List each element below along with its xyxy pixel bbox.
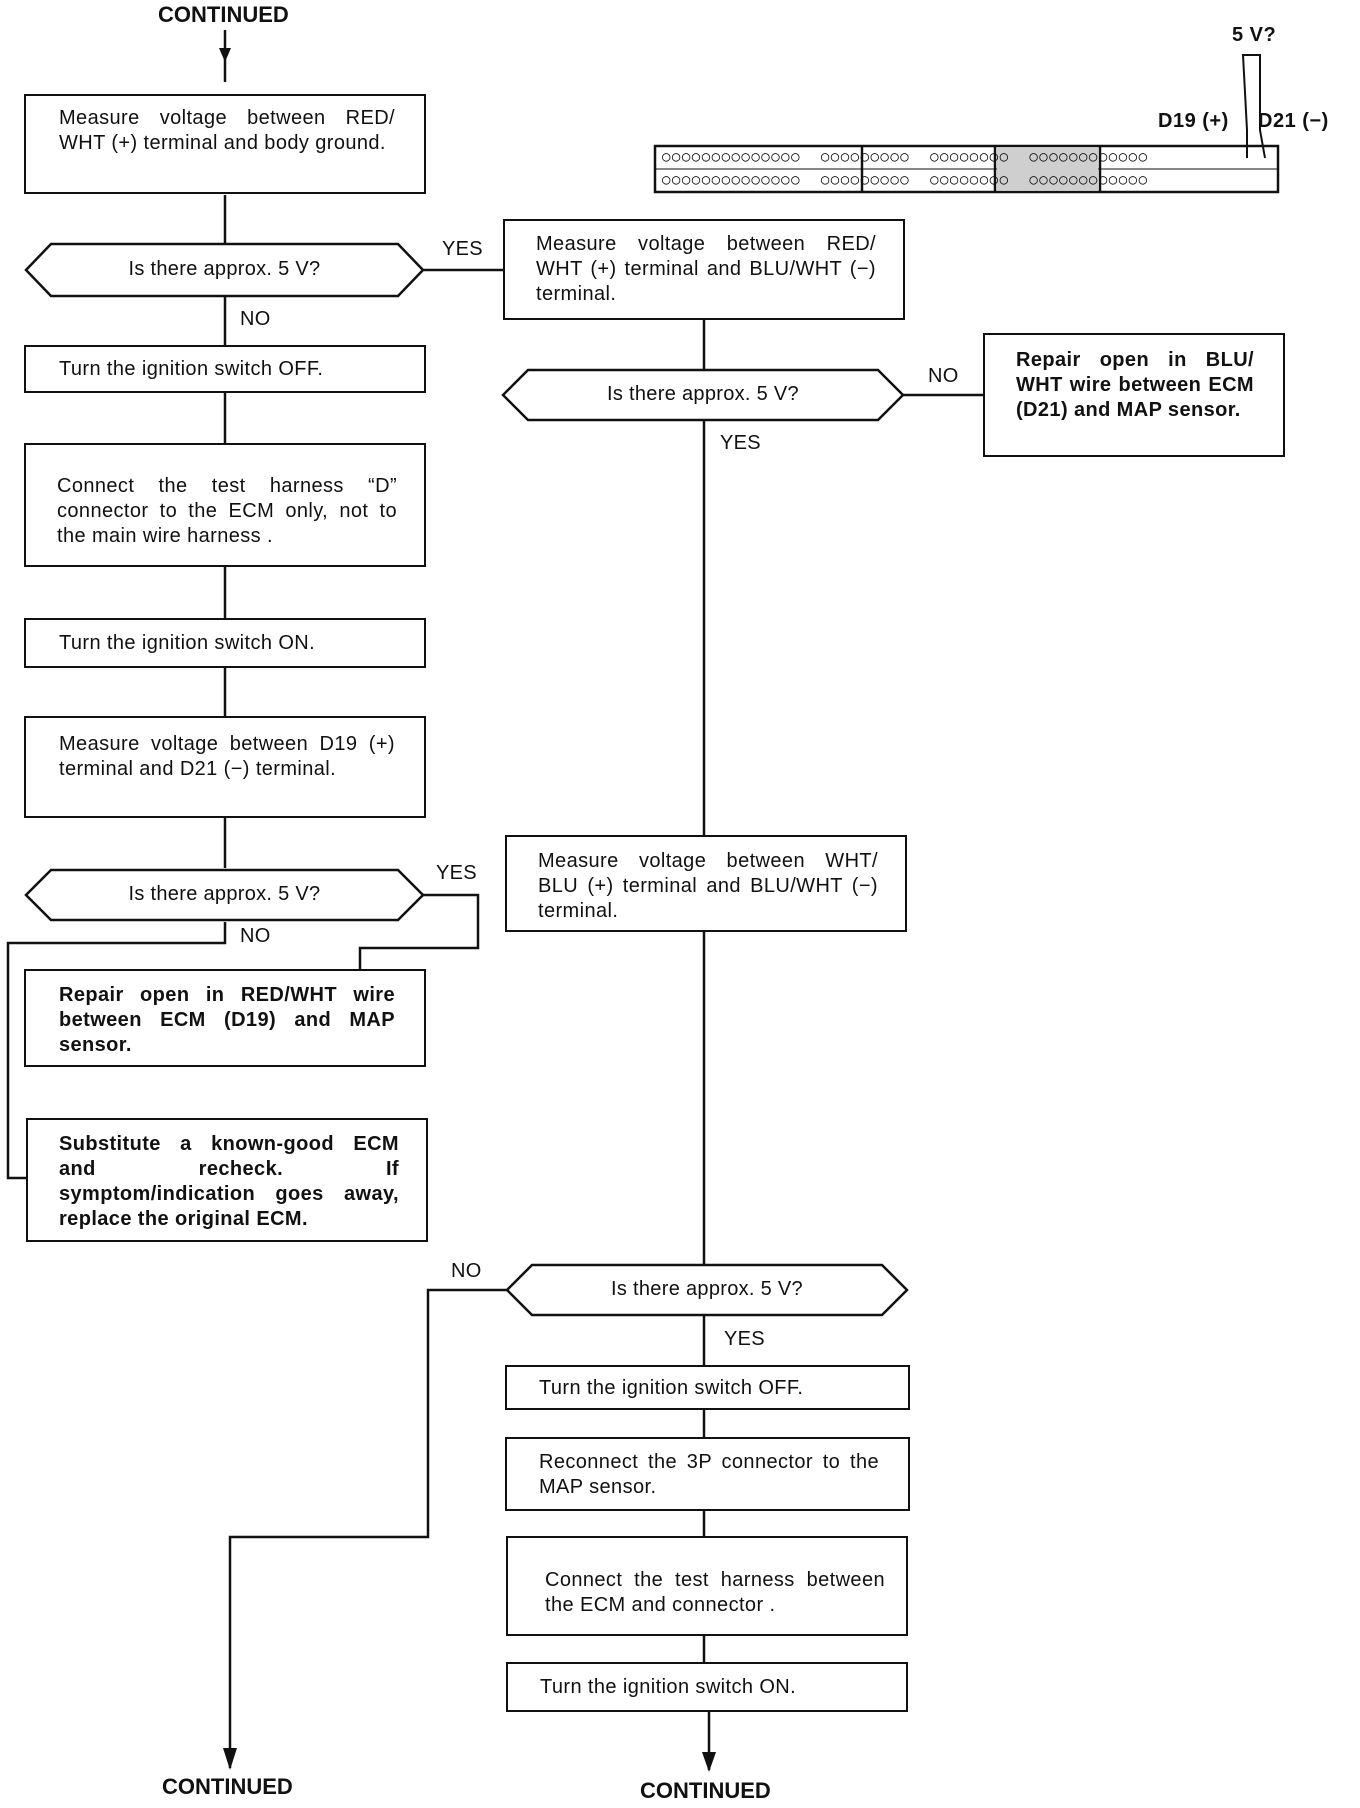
step-turn-ignition-on-left: Turn the ignition switch ON. (24, 618, 426, 668)
step-text: Measure voltage between WHT/ BLU (+) ter… (538, 850, 878, 922)
decision-3-text: Is there approx. 5 V? (607, 383, 799, 405)
connector-pin-row-bottom: ○○○○○○○○○○○○○○ ○○○○○○○○○ ○○○○○○○○ ○○○○○○… (662, 172, 1149, 188)
step-text: Turn the ignition switch OFF. (59, 358, 324, 380)
step-measure-red-wht-blu-wht: Measure voltage between RED/ WHT (+) ter… (503, 219, 905, 320)
step-text: Turn the ignition switch OFF. (539, 1377, 804, 1399)
continued-bottom-right-label: CONTINUED (640, 1778, 771, 1803)
step-text: Measure voltage between D19 (+) terminal… (59, 733, 395, 780)
step-text: Measure voltage between RED/ WHT (+) ter… (536, 233, 876, 305)
decision-2-no-label: NO (240, 925, 271, 947)
decision-1-text: Is there approx. 5 V? (128, 258, 321, 280)
connector-d19-label: D19 (+) (1158, 110, 1229, 132)
step-text: Reconnect the 3P connector to the MAP se… (539, 1451, 879, 1498)
step-measure-d19-d21: Measure voltage between D19 (+) terminal… (24, 716, 426, 818)
decision-4-text: Is there approx. 5 V? (611, 1278, 803, 1300)
step-text: Connect the test harness “D” connector t… (57, 475, 397, 547)
decision-1-no-label: NO (240, 308, 271, 330)
decision-3-yes-label: YES (720, 432, 761, 454)
decision-2-yes-label: YES (436, 862, 477, 884)
step-text: Turn the ignition switch ON. (59, 632, 316, 654)
step-turn-ignition-off-left: Turn the ignition switch OFF. (24, 345, 426, 393)
step-connect-test-harness-ecm: Connect the test harness between the ECM… (506, 1536, 908, 1636)
step-text: Substitute a known-good ECM and recheck.… (59, 1133, 399, 1230)
step-measure-wht-blu: Measure voltage between WHT/ BLU (+) ter… (505, 835, 907, 932)
step-turn-ignition-on-right: Turn the ignition switch ON. (506, 1662, 908, 1712)
step-repair-blu-wht-wire: Repair open in BLU/ WHT wire between ECM… (983, 333, 1285, 457)
step-repair-red-wht-wire: Repair open in RED/WHT wire between ECM … (24, 969, 426, 1067)
step-text: Connect the test harness between the ECM… (545, 1569, 885, 1616)
step-text: Measure voltage between RED/ WHT (+) ter… (59, 107, 395, 154)
decision-1-yes-label: YES (442, 238, 483, 260)
decision-4-no-label: NO (451, 1260, 482, 1282)
step-connect-test-harness-d: Connect the test harness “D” connector t… (24, 443, 426, 567)
step-text: Turn the ignition switch ON. (540, 1676, 797, 1698)
step-reconnect-3p-connector: Reconnect the 3P connector to the MAP se… (505, 1437, 910, 1511)
continued-bottom-left-label: CONTINUED (162, 1774, 293, 1799)
connector-voltage-question: 5 V? (1232, 24, 1277, 46)
continued-top-label: CONTINUED (158, 2, 289, 27)
step-substitute-ecm: Substitute a known-good ECM and recheck.… (26, 1118, 428, 1242)
connector-pin-row-top: ○○○○○○○○○○○○○○ ○○○○○○○○○ ○○○○○○○○ ○○○○○○… (662, 149, 1149, 165)
step-text: Repair open in BLU/ WHT wire between ECM… (1016, 349, 1254, 421)
step-turn-ignition-off-right: Turn the ignition switch OFF. (505, 1365, 910, 1410)
step-text: Repair open in RED/WHT wire between ECM … (59, 984, 395, 1056)
decision-3-no-label: NO (928, 365, 959, 387)
connector-d21-label: D21 (−) (1258, 110, 1329, 132)
decision-4-yes-label: YES (724, 1328, 765, 1350)
decision-2-text: Is there approx. 5 V? (128, 883, 321, 905)
step-measure-red-wht-body-ground: Measure voltage between RED/ WHT (+) ter… (24, 94, 426, 194)
